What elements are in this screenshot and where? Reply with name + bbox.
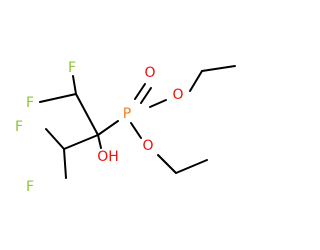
- fluorine-bottom-label: F: [26, 179, 34, 195]
- bond-chf2-lower-to-f-bottom: [63, 148, 67, 179]
- bond-phosphorus-to-oxygen-double-a: [134, 83, 146, 100]
- atom-labels: F F F F O O O OH P: [15, 60, 184, 195]
- fluorine-top-left-label: F: [68, 60, 76, 76]
- fluorine-lower-left-label: F: [15, 119, 23, 135]
- bond-ethyl-lower-ch2-to-ch3: [175, 159, 208, 174]
- bond-phosphorus-to-oxygen-lower: [130, 122, 142, 139]
- bond-oxygen-lower-to-ethyl-ch2: [157, 154, 177, 174]
- bond-phosphorus-to-oxygen-upper: [149, 99, 167, 108]
- bond-chf2-upper-to-central-carbon: [75, 93, 99, 136]
- bond-f-lower-left-to-chf2-lower: [45, 128, 65, 150]
- oxygen-double-bond-label: O: [144, 65, 155, 81]
- oxygen-ethoxy-lower-label: O: [142, 138, 153, 154]
- bond-oxygen-upper-to-ethyl-ch2: [189, 70, 203, 92]
- bond-central-carbon-to-phosphorus: [97, 120, 119, 136]
- bond-ethyl-upper-ch2-to-ch3: [201, 65, 236, 72]
- chemical-structure: F F F F O O O OH P: [15, 60, 236, 195]
- bond-f-top-left-to-chf2-upper: [72, 75, 77, 95]
- bond-central-carbon-to-chf2-lower: [63, 134, 99, 150]
- oxygen-ethoxy-upper-label: O: [172, 87, 183, 103]
- bond-central-carbon-to-hydroxyl: [97, 134, 102, 149]
- bond-f-left-to-chf2-upper: [39, 93, 77, 103]
- phosphorus-label: P: [123, 106, 131, 122]
- fluorine-left-label: F: [26, 95, 34, 111]
- hydroxyl-label: OH: [97, 149, 119, 165]
- bond-phosphorus-to-oxygen-double-b: [140, 87, 152, 104]
- bonds: [39, 65, 236, 179]
